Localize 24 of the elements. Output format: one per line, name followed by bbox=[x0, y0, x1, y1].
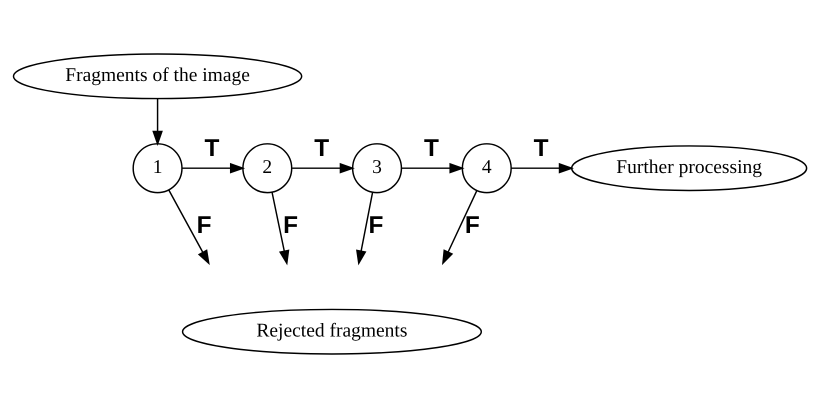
arrow bbox=[292, 162, 355, 173]
node-circle: 3 bbox=[352, 142, 402, 193]
node-ellipse: Fragments of the image bbox=[12, 52, 302, 99]
node-circle: 1 bbox=[132, 142, 183, 193]
arrow bbox=[442, 190, 478, 265]
arrow bbox=[152, 98, 163, 146]
edge-label: T bbox=[534, 134, 548, 162]
arrow bbox=[356, 192, 374, 265]
node-ellipse: Further processing bbox=[570, 144, 808, 191]
node-circle: 4 bbox=[462, 142, 512, 193]
edge-label: F bbox=[368, 211, 384, 238]
node-circle: 2 bbox=[242, 142, 292, 193]
edge-label: T bbox=[204, 134, 220, 162]
arrow bbox=[182, 162, 246, 173]
node-ellipse: Rejected fragments bbox=[182, 308, 482, 354]
arrow bbox=[168, 189, 210, 265]
arrow bbox=[271, 192, 290, 265]
edge-label: F bbox=[283, 211, 298, 238]
edge-label: F bbox=[196, 211, 212, 238]
arrow bbox=[511, 162, 574, 173]
arrow bbox=[402, 162, 465, 173]
edge-label: T bbox=[424, 134, 439, 162]
edge-label: T bbox=[314, 134, 330, 162]
edge-label: F bbox=[464, 211, 480, 238]
